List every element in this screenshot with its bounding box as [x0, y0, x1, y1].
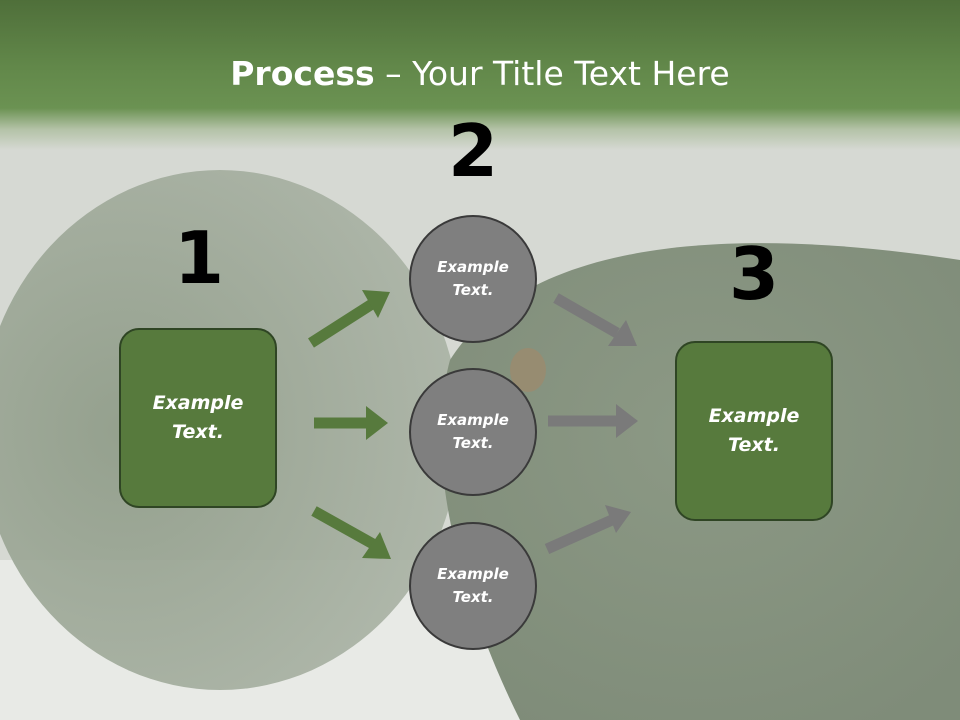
title-bold: Process [230, 54, 375, 93]
stage-2-circle-top: Example Text. [409, 215, 537, 343]
stage-number-1: 1 [173, 216, 225, 300]
stage-1-text: Example Text. [152, 392, 244, 443]
stage-2-circle-middle: Example Text. [409, 368, 537, 496]
stage-1-box: Example Text. [119, 328, 277, 508]
circle-middle-text: Example Text. [437, 411, 509, 452]
stage-3-box: Example Text. [675, 341, 833, 521]
slide-title: Process – Your Title Text Here [0, 52, 960, 96]
stage-number-3: 3 [728, 232, 780, 316]
circle-bottom-text: Example Text. [437, 565, 509, 606]
stage-number-2: 2 [447, 109, 499, 193]
stage-3-text: Example Text. [708, 405, 800, 456]
title-rest: – Your Title Text Here [374, 54, 730, 93]
title-band [0, 0, 960, 150]
stage-2-circle-bottom: Example Text. [409, 522, 537, 650]
circle-top-text: Example Text. [437, 258, 509, 299]
